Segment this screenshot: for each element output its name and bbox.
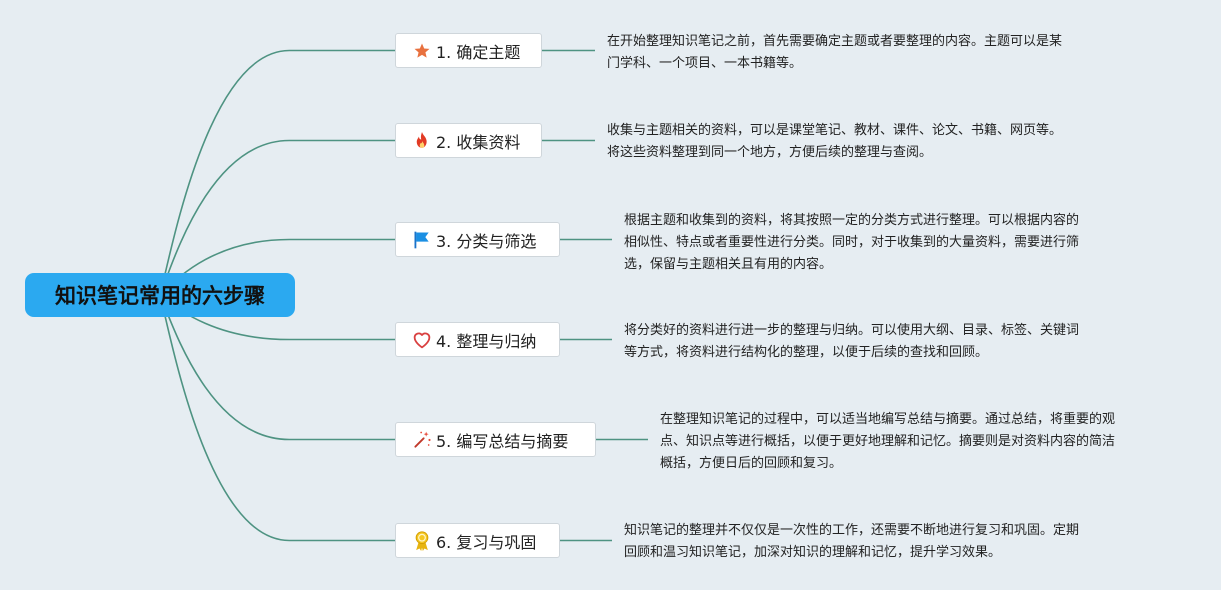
magic-wand-icon [412,430,432,450]
step-1-description: 在开始整理知识笔记之前，首先需要确定主题或者要整理的内容。主题可以是某 门学科、… [607,34,1063,71]
step-1-label: 1. 确定主题 [436,42,521,62]
step-6-topic[interactable]: 6. 复习与巩固 [395,523,560,558]
step-6-description: 知识笔记的整理并不仅仅是一次性的工作，还需要不断地进行复习和巩固。定期 回顾和温… [624,523,1080,560]
step-2-label: 2. 收集资料 [436,132,521,152]
root-to-step-6-connector [159,294,395,542]
step-6-label: 6. 复习与巩固 [436,532,537,552]
step-5-label: 5. 编写总结与摘要 [436,431,569,451]
step-4-label: 4. 整理与归纳 [436,331,537,351]
star-icon [412,41,432,61]
root-topic[interactable]: 知识笔记常用的六步骤 [25,273,295,317]
step-1-topic[interactable]: 1. 确定主题 [395,33,542,68]
root-to-step-1-connector [159,49,395,296]
step-5-topic[interactable]: 5. 编写总结与摘要 [395,422,596,457]
heart-icon [412,330,432,350]
flag-icon [412,230,432,250]
fire-icon [412,131,432,151]
step-4-description: 将分类好的资料进行进一步的整理与归纳。可以使用大纲、目录、标签、关键词 等方式，… [624,323,1080,360]
step-4-topic[interactable]: 4. 整理与归纳 [395,322,560,357]
award-ribbon-icon [412,530,432,551]
root-topic-label: 知识笔记常用的六步骤 [55,284,265,308]
step-3-topic[interactable]: 3. 分类与筛选 [395,222,560,257]
step-3-label: 3. 分类与筛选 [436,231,537,251]
step-2-description: 收集与主题相关的资料，可以是课堂笔记、教材、课件、论文、书籍、网页等。 将这些资… [607,123,1063,160]
step-2-topic[interactable]: 2. 收集资料 [395,123,542,158]
step-3-description: 根据主题和收集到的资料，将其按照一定的分类方式进行整理。可以根据内容的 相似性、… [624,213,1080,272]
step-5-description: 在整理知识笔记的过程中，可以适当地编写总结与摘要。通过总结，将重要的观 点、知识… [660,412,1116,471]
